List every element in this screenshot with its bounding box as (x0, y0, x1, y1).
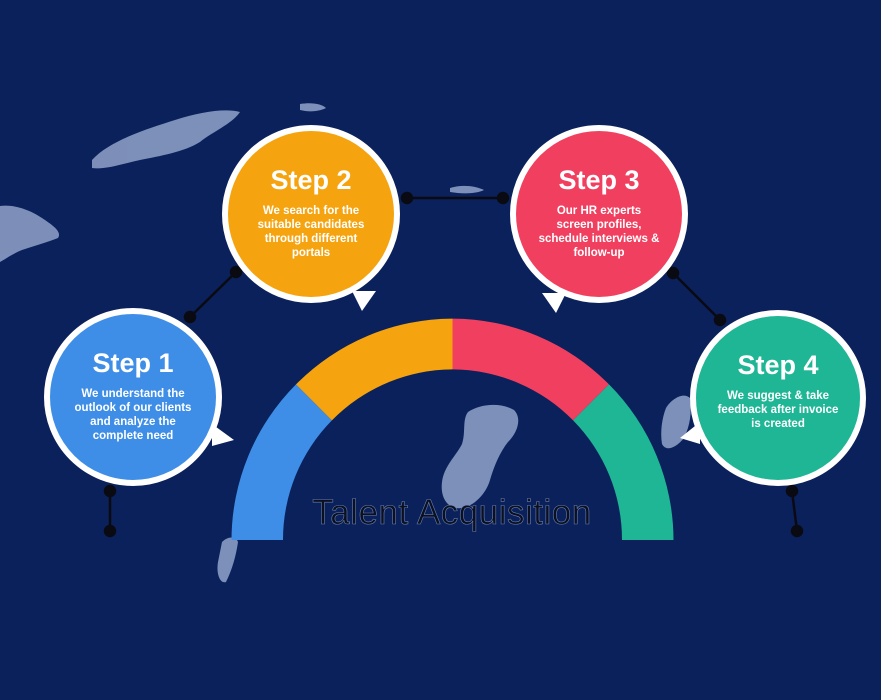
step-2-bubble-tail (352, 291, 376, 311)
step-4-title: Step 4 (737, 350, 819, 380)
connector-step-2-3-dot-a (400, 191, 414, 205)
map-landmass-center (441, 404, 519, 509)
step-3-bubble-tail (542, 293, 566, 313)
connector-step-1-2-dot-a (183, 310, 197, 324)
map-landmass-small-2 (450, 185, 484, 194)
arc-segment-step-4 (573, 384, 674, 540)
connector-step-3-4-dot-b (713, 313, 727, 327)
map-landmass-south (217, 537, 238, 583)
connector-step-1-2 (189, 271, 237, 318)
step-3-bubble: Step 3 Our HR experts screen profiles, s… (510, 125, 688, 313)
connector-step-4-dot-bottom (790, 524, 804, 538)
acquisition-arc (231, 318, 674, 540)
map-landmass-small (300, 103, 326, 112)
arc-segment-step-1 (231, 384, 332, 540)
step-2-description: We search for the suitable candidates th… (257, 205, 365, 259)
step-4-description: We suggest & take feedback after invoice… (717, 390, 839, 430)
step-1-bubble: Step 1 We understand the outlook of our … (44, 308, 234, 486)
step-3-title: Step 3 (558, 165, 640, 195)
step-1-bubble-tail (212, 424, 234, 446)
connector-step-3-4 (672, 272, 721, 321)
connector-step-2-3-dot-b (496, 191, 510, 205)
map-landmass-north (92, 110, 240, 169)
connectors (103, 191, 804, 538)
arc-segment-step-2 (296, 318, 453, 421)
connector-step-1-dot-top (103, 484, 117, 498)
world-map-background (0, 103, 691, 583)
step-2-bubble: Step 2 We search for the suitable candid… (222, 125, 400, 311)
arc-segment-step-3 (452, 318, 609, 421)
connector-step-4-stem (790, 490, 799, 532)
step-2-title: Step 2 (270, 165, 352, 195)
connector-step-1-2-dot-b (229, 265, 243, 279)
step-3-description: Our HR experts screen profiles, schedule… (538, 205, 660, 259)
step-1-title: Step 1 (92, 348, 174, 378)
talent-acquisition-title: Talent Acquisition (312, 493, 592, 533)
step-1-description: We understand the outlook of our clients… (74, 388, 192, 442)
map-landmass-west (0, 205, 60, 262)
step-4-bubble: Step 4 We suggest & take feedback after … (680, 310, 866, 486)
step-4-bubble-tail (680, 422, 700, 444)
connector-step-4-dot-top (785, 484, 799, 498)
connector-step-3-4-dot-a (666, 266, 680, 280)
connector-step-1-dot-bottom (103, 524, 117, 538)
